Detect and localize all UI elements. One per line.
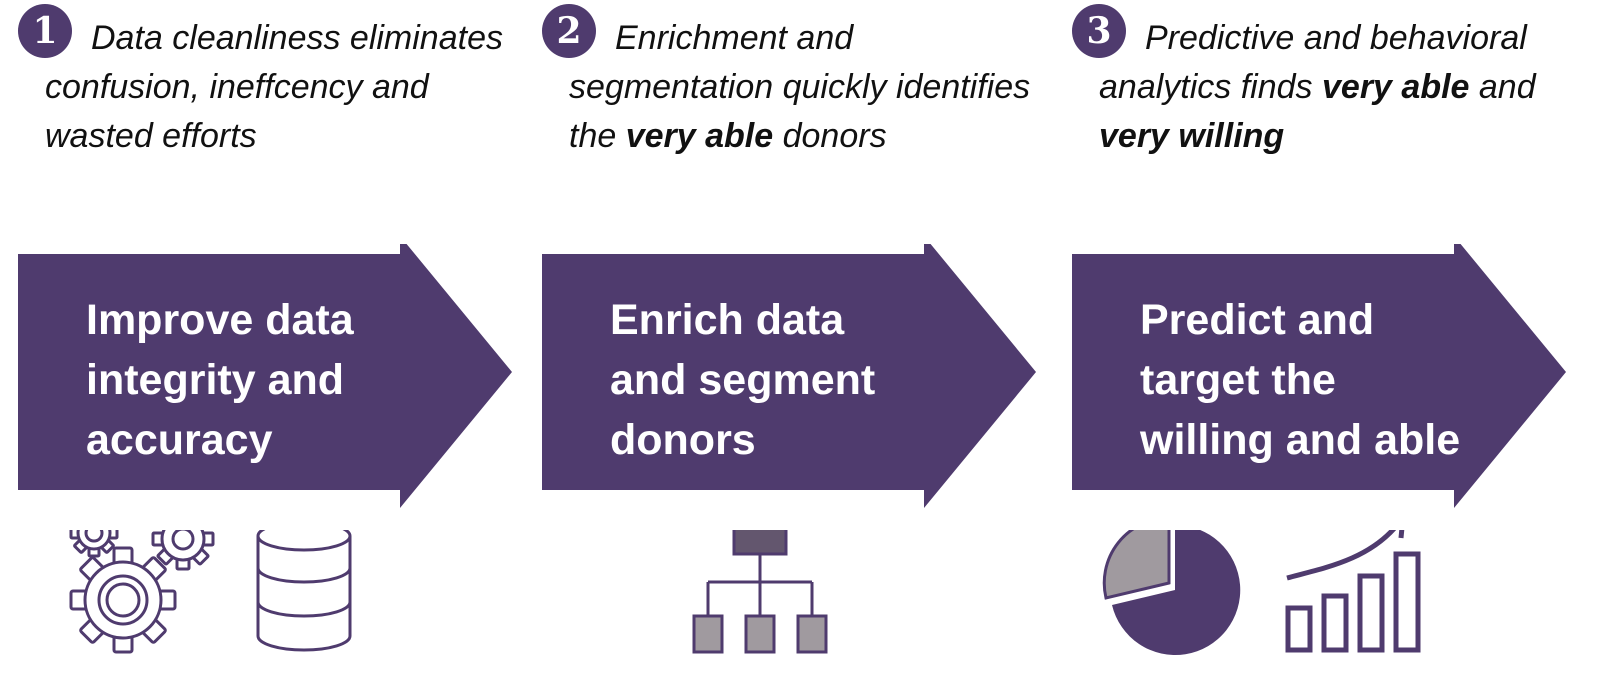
arrow-label-line-2: and segment	[610, 356, 876, 404]
step-icons	[1102, 530, 1421, 655]
description-text: and	[1469, 68, 1536, 106]
arrow-label-line-1: Enrich data	[610, 296, 845, 344]
arrow-label: Improve data integrity and accuracy	[86, 290, 466, 470]
process-arrow	[542, 244, 1036, 508]
arrow-label-line-1: Improve data	[86, 296, 354, 344]
step-3: 3 Predictive and behavioral analytics fi…	[1054, 0, 1594, 684]
step-icons	[692, 530, 828, 654]
step-description: Enrichment and segmentation quickly iden…	[569, 14, 1039, 161]
description-emphasis: very able	[625, 117, 774, 155]
arrow-label-line-3: willing and able	[1140, 416, 1461, 464]
pie-chart-icon	[1102, 530, 1241, 655]
description-emphasis: very able	[1322, 68, 1470, 106]
description-text: Predictive and behavioral analytics find…	[1099, 19, 1527, 106]
process-arrow	[1072, 244, 1566, 508]
description-emphasis: very willing	[1099, 117, 1285, 155]
growth-chart-icon	[1285, 530, 1421, 653]
database-icon	[256, 530, 352, 652]
description-text: donors	[773, 117, 887, 155]
description-text: Data cleanliness eliminates confusion, i…	[45, 19, 503, 155]
arrow-label-line-1: Predict and	[1140, 296, 1375, 344]
step-2: 2 Enrichment and segmentation quickly id…	[524, 0, 1064, 684]
arrow-label: Predict and target the willing and able	[1140, 290, 1520, 470]
step-icons	[69, 530, 352, 654]
description-text: Enrichment and segmentation quickly iden…	[569, 19, 1031, 155]
arrow-label-line-3: donors	[610, 416, 756, 464]
step-number-badge: 2	[542, 4, 596, 58]
arrow-label: Enrich data and segment donors	[610, 290, 990, 470]
arrow-label-line-3: accuracy	[86, 416, 273, 464]
step-description: Data cleanliness eliminates confusion, i…	[45, 14, 515, 161]
step-description: Predictive and behavioral analytics find…	[1099, 14, 1569, 161]
process-arrow	[18, 244, 512, 508]
hierarchy-icon	[692, 530, 828, 654]
arrow-label-line-2: integrity and	[86, 356, 345, 404]
gears-icon	[69, 530, 215, 654]
step-1: 1 Data cleanliness eliminates confusion,…	[0, 0, 540, 684]
step-number-badge: 1	[18, 4, 72, 58]
step-number-badge: 3	[1072, 4, 1126, 58]
arrow-label-line-2: target the	[1140, 356, 1336, 404]
